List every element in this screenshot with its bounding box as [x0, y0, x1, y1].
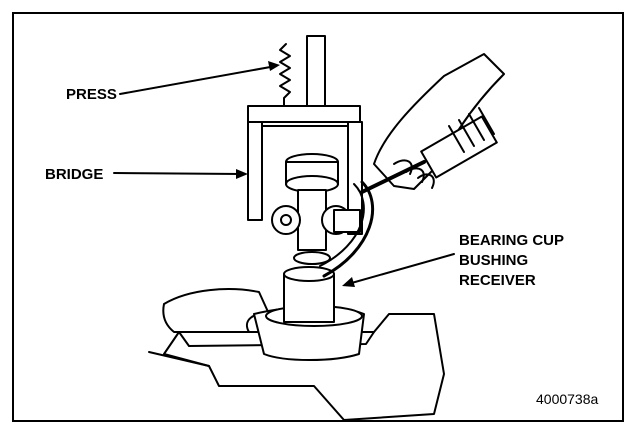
lower-cup	[293, 251, 331, 265]
press-illustration	[113, 35, 505, 420]
leader-bridge	[113, 169, 248, 179]
label-bridge: BRIDGE	[45, 166, 104, 183]
cross-right-cup	[333, 209, 361, 233]
yoke-arc-inner	[319, 183, 365, 267]
receiver-fixture	[162, 288, 270, 333]
bridge-left-leg	[247, 121, 263, 221]
figure-id: 4000738a	[536, 391, 599, 407]
wrench-grip-lines	[448, 107, 495, 153]
label-receiver: RECEIVER	[459, 272, 536, 289]
leader-bushing-receiver	[342, 253, 455, 287]
leader-press	[119, 61, 280, 95]
bridge-top-bar	[247, 105, 361, 123]
cross-left-hole	[280, 214, 292, 226]
bench-front-line	[148, 351, 210, 367]
wrench-shaft	[360, 160, 426, 194]
wrench-handle	[420, 115, 498, 179]
press-spring	[279, 43, 291, 117]
label-press: PRESS	[66, 86, 117, 103]
label-bearing-cup: BEARING CUP	[459, 232, 565, 249]
bridge-right-leg	[347, 121, 363, 235]
press-ram	[306, 35, 326, 117]
receiver-cylinder-top	[283, 266, 335, 282]
figure-frame: PRESS BRIDGE BEARING CUP BUSHING RECEIVE…	[12, 12, 624, 422]
label-bushing: BUSHING	[459, 252, 529, 269]
